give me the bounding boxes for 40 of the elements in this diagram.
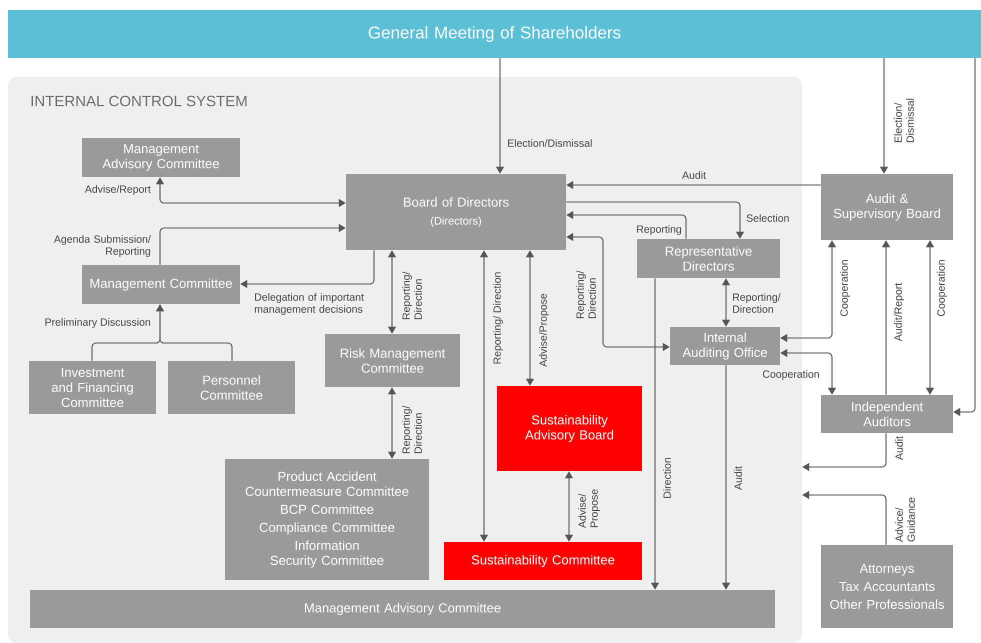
edge-label: Advice/ Guidance — [895, 498, 915, 542]
org-box: Risk Management Committee — [325, 334, 460, 387]
edge-label: Reporting — [637, 225, 682, 235]
edge-label: Agenda Submission/ Reporting — [54, 235, 151, 257]
org-box: Personnel Committee — [168, 361, 295, 414]
edge-label: Cooperation — [840, 260, 850, 316]
edge-label: Selection — [746, 214, 789, 222]
edge-label: Reporting/ Direction — [733, 293, 781, 313]
edge-label: Reporting/ Direction — [576, 270, 596, 318]
edge-label: Preliminary Discussion — [45, 318, 150, 328]
edge-label: Cooperation — [762, 370, 819, 380]
org-box: Audit & Supervisory Board — [821, 174, 954, 240]
edge-label: Cooperation — [937, 260, 947, 316]
org-box: Sustainability Committee — [444, 542, 642, 580]
org-box: Investment and Financing Committee — [29, 361, 156, 414]
org-box: Internal Auditing Office — [670, 327, 780, 365]
edge-label: Election/Dismissal — [508, 139, 592, 147]
org-box: Management Advisory Committee — [82, 138, 240, 177]
edge-label: Election/ Dismissal — [894, 98, 914, 142]
edge-label: Audit — [895, 436, 903, 460]
org-box: Management Committee — [82, 265, 240, 304]
edge-label: Delegation of important management decisions — [254, 293, 364, 315]
org-box: Board of Directors (Directors) — [346, 174, 566, 250]
org-box: Attorneys Tax Accountants Other Professionals — [821, 545, 954, 628]
banner-band: General Meeting of Shareholders — [8, 10, 981, 58]
edge-label: Advise/ Propose — [578, 489, 600, 528]
org-box: Representative Directors — [637, 239, 780, 278]
edge-label: Advise/Propose — [539, 294, 549, 367]
edge-label: Audit — [734, 466, 742, 490]
edge-label: Advise/Report — [84, 185, 151, 195]
edge-label: Reporting/ Direction — [402, 406, 422, 454]
edge-label: Reporting/ Direction — [493, 272, 503, 364]
edge-label: Direction — [663, 458, 671, 498]
org-box: Product Accident Countermeasure Committee BCP Committee Compliance Committee Information Security Committee — [225, 459, 429, 580]
edge-label: Audit/Report — [894, 282, 904, 342]
org-box: Independent Auditors — [821, 395, 954, 433]
org-box: Management Advisory Committee — [30, 590, 775, 628]
edge-label: Audit — [682, 171, 706, 179]
org-box: Sustainability Advisory Board — [497, 386, 642, 471]
edge-label: Reporting/ Direction — [402, 272, 422, 320]
